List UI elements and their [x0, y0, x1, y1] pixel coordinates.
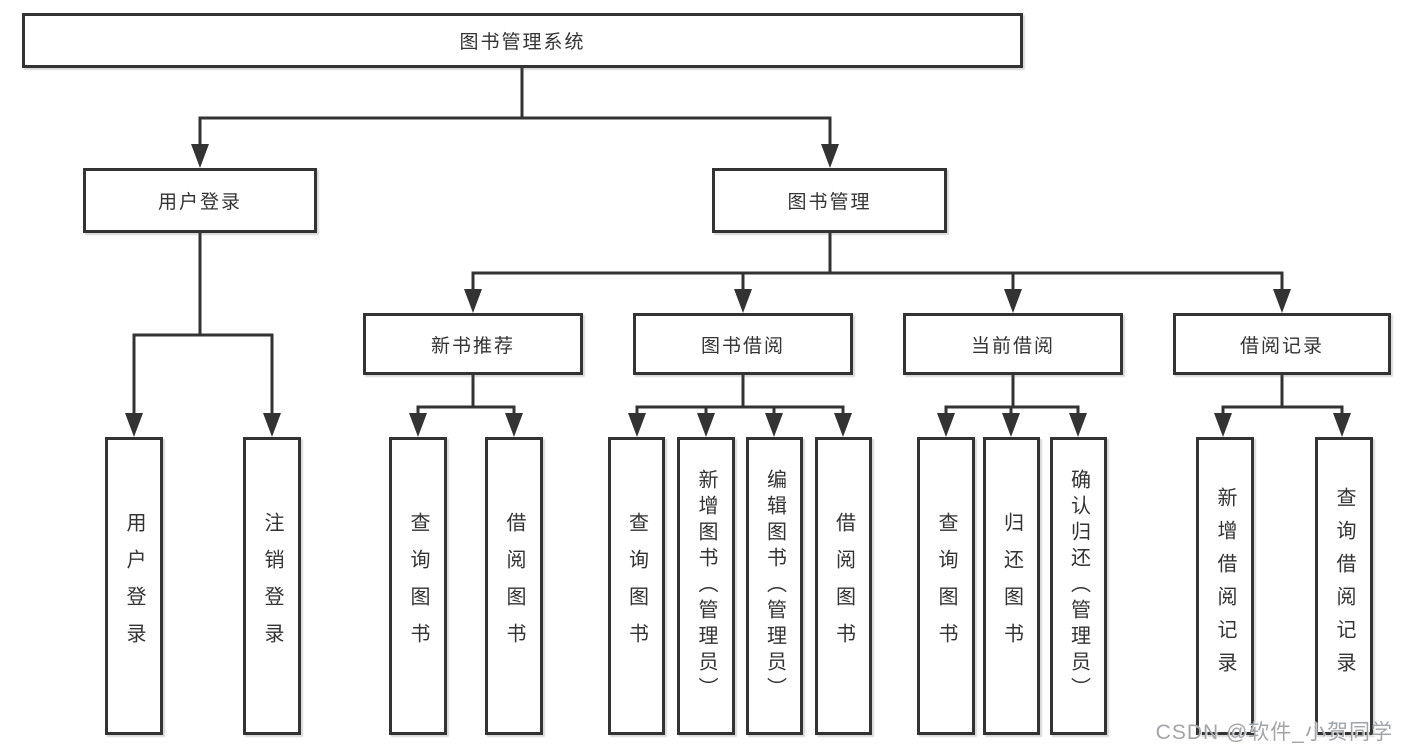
node-book-borrowing: 图书借阅: [633, 313, 853, 375]
leaf-return-books-label: 归还图书: [1000, 512, 1023, 660]
leaf-add-books-admin-label: 新增图书（管理员）: [695, 469, 717, 703]
node-root-label: 图书管理系统: [459, 32, 586, 53]
node-user-login: 用户登录: [83, 168, 317, 233]
leaf-borrow-books-borrowing: 借阅图书: [815, 437, 872, 735]
connector-borrow-records-to-leaves: [1214, 375, 1351, 437]
leaf-query-borrow-record: 查询借阅记录: [1315, 437, 1373, 735]
arrowhead: [505, 413, 523, 437]
leaf-query-books-recommend: 查询图书: [389, 437, 447, 735]
leaf-query-books-current: 查询图书: [917, 437, 975, 735]
connector-book-management-to-level3: [464, 233, 1291, 313]
leaf-return-books: 归还图书: [983, 437, 1040, 735]
node-root: 图书管理系统: [22, 13, 1023, 68]
leaf-logout-label: 注销登录: [261, 512, 283, 660]
leaf-edit-books-admin-label: 编辑图书（管理员）: [763, 469, 786, 703]
leaf-query-books-current-label: 查询图书: [935, 512, 957, 660]
leaf-borrow-books-borrowing-label: 借阅图书: [832, 512, 855, 660]
leaf-logout: 注销登录: [243, 437, 301, 735]
node-user-login-label: 用户登录: [157, 192, 242, 213]
arrowhead: [697, 413, 715, 437]
arrowhead: [125, 413, 143, 437]
node-new-book-recommend-label: 新书推荐: [430, 335, 515, 357]
node-book-borrowing-label: 图书借阅: [700, 335, 785, 357]
node-new-book-recommend: 新书推荐: [363, 313, 583, 375]
node-current-borrowing: 当前借阅: [903, 313, 1123, 375]
node-current-borrowing-label: 当前借阅: [970, 335, 1055, 357]
arrowhead: [734, 289, 752, 313]
leaf-user-login-label: 用户登录: [123, 512, 145, 660]
arrowhead: [628, 413, 646, 437]
node-book-management: 图书管理: [712, 168, 947, 233]
arrowhead: [834, 413, 852, 437]
leaf-query-borrow-record-label: 查询借阅记录: [1333, 487, 1355, 685]
leaf-query-books-borrowing: 查询图书: [608, 437, 665, 735]
leaf-edit-books-admin: 编辑图书（管理员）: [746, 437, 803, 735]
arrowhead: [765, 413, 783, 437]
node-book-management-label: 图书管理: [787, 192, 872, 213]
connector-book-borrowing-to-leaves: [628, 375, 852, 437]
node-borrow-records-label: 借阅记录: [1239, 335, 1324, 357]
leaf-add-borrow-record-label: 新增借阅记录: [1214, 487, 1236, 685]
node-borrow-records: 借阅记录: [1173, 313, 1391, 375]
connector-new-book-recommend-to-leaves: [409, 375, 523, 437]
leaf-borrow-books-recommend-label: 借阅图书: [503, 512, 525, 660]
leaf-borrow-books-recommend: 借阅图书: [485, 437, 543, 735]
connector-current-borrowing-to-leaves: [937, 375, 1087, 437]
arrowhead: [1069, 413, 1087, 437]
leaf-query-books-recommend-label: 查询图书: [407, 512, 429, 660]
arrowhead: [821, 144, 839, 168]
arrowhead: [1333, 413, 1351, 437]
arrowhead: [1004, 289, 1022, 313]
arrowhead: [191, 144, 209, 168]
leaf-add-borrow-record: 新增借阅记录: [1196, 437, 1254, 735]
arrowhead: [409, 413, 427, 437]
arrowhead: [1214, 413, 1232, 437]
arrowhead: [1273, 289, 1291, 313]
arrowhead: [464, 289, 482, 313]
arrowhead: [937, 413, 955, 437]
leaf-confirm-return-admin-label: 确认归还（管理员）: [1067, 469, 1090, 703]
leaf-add-books-admin: 新增图书（管理员）: [677, 437, 735, 735]
leaf-confirm-return-admin: 确认归还（管理员）: [1050, 437, 1107, 735]
arrowhead: [263, 413, 281, 437]
watermark: CSDN @软件_小贺同学: [1155, 721, 1393, 744]
leaf-query-books-borrowing-label: 查询图书: [625, 512, 648, 660]
arrowhead: [1002, 413, 1020, 437]
connector-root-to-level2: [191, 68, 839, 168]
connector-user-login-to-leaves: [125, 233, 281, 437]
leaf-user-login: 用户登录: [105, 437, 163, 735]
